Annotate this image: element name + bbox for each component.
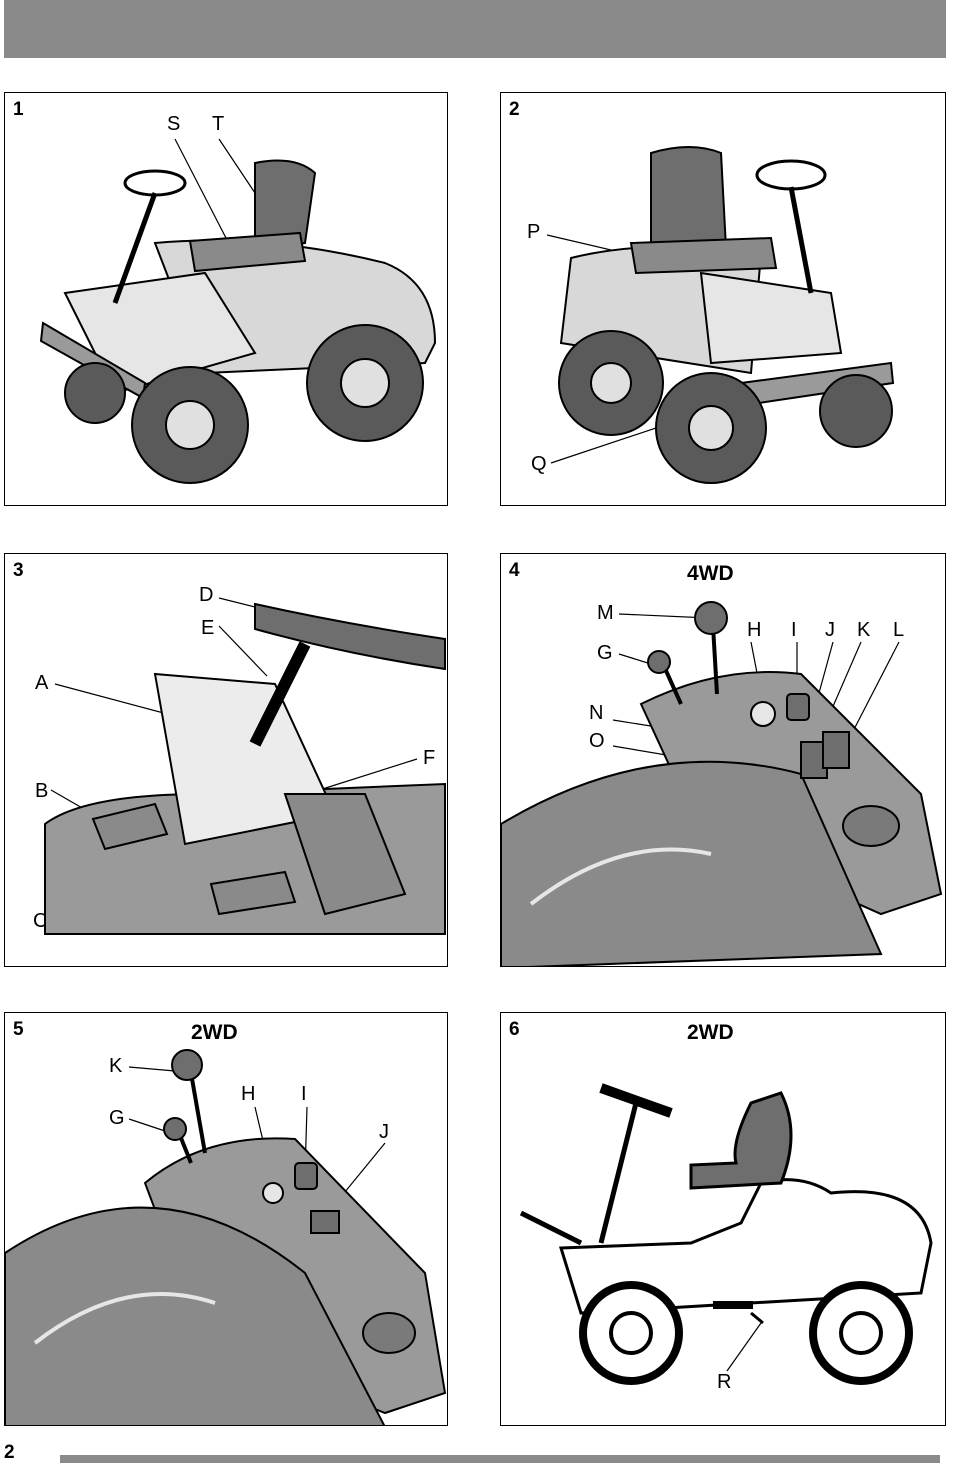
panel-title: 2WD	[191, 1021, 238, 1044]
callout-label-f: F	[423, 747, 436, 769]
callout-label-t: T	[212, 113, 225, 135]
callout-label-b: B	[35, 780, 49, 802]
control-panel-2wd-illustration	[5, 1049, 447, 1425]
figure-panel-1: 1 S T	[4, 92, 448, 506]
mower-side-view-illustration	[519, 1083, 933, 1385]
panel-title: 2WD	[687, 1021, 734, 1044]
callout-label-d: D	[199, 584, 214, 606]
figure-panel-2: 2 P Q	[500, 92, 946, 506]
callout-label-s: S	[167, 113, 181, 135]
callout-label-c: C	[33, 910, 48, 932]
callout-label-p: P	[527, 221, 541, 243]
callout-label-g: G	[597, 642, 613, 664]
rider-mower-rear-illustration	[546, 146, 895, 484]
figure-panel-5: 5 2WD K G H I J	[4, 1012, 448, 1426]
callout-label-a: A	[35, 672, 49, 694]
figure-panel-4: 4 4WD M G H I J K L N O	[500, 553, 946, 967]
callout-label-i: I	[791, 619, 797, 641]
callout-label-m: M	[597, 602, 614, 624]
control-panel-4wd-illustration	[501, 601, 943, 966]
callout-label-o: O	[589, 730, 605, 752]
callout-label-h: H	[747, 619, 762, 641]
callout-label-k: K	[109, 1055, 123, 1077]
callout-label-j: J	[379, 1121, 389, 1143]
callout-label-q: Q	[531, 453, 547, 475]
callout-label-h: H	[241, 1083, 256, 1105]
figure-panel-3: 3 D E A B F C	[4, 553, 448, 967]
panel-number: 5	[13, 1019, 24, 1040]
panel-title: 4WD	[687, 562, 734, 585]
panel-number: 1	[13, 99, 24, 120]
callout-label-n: N	[589, 702, 604, 724]
pedals-illustration	[44, 597, 446, 935]
page-number: 2	[4, 1442, 15, 1463]
header-bar	[4, 0, 946, 58]
callout-label-g: G	[109, 1107, 125, 1129]
panel-number: 2	[509, 99, 520, 120]
callout-label-e: E	[201, 617, 215, 639]
panel-number: 4	[509, 560, 520, 581]
callout-label-j: J	[825, 619, 835, 641]
panel-number: 6	[509, 1019, 520, 1040]
callout-label-r: R	[717, 1371, 732, 1393]
rider-mower-front-illustration	[39, 138, 437, 484]
panel-number: 3	[13, 560, 24, 581]
callout-label-l: L	[893, 619, 905, 641]
callout-label-k: K	[857, 619, 871, 641]
callout-label-i: I	[301, 1083, 307, 1105]
figure-panel-6: 6 2WD R	[500, 1012, 946, 1426]
footer-bar	[60, 1455, 940, 1463]
